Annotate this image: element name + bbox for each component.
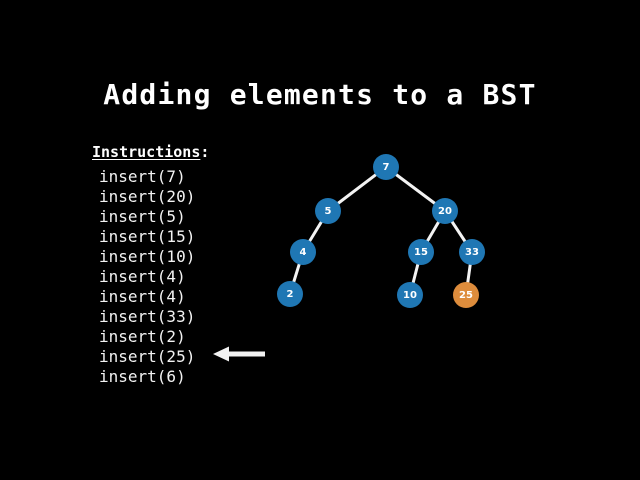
tree-node-label: 15: [414, 247, 428, 258]
instruction-item: insert(5): [99, 207, 186, 226]
tree-node-label: 20: [438, 206, 452, 217]
instructions-heading-colon: :: [200, 143, 210, 161]
tree-node-label: 2: [287, 289, 294, 300]
tree-node-circle: [453, 282, 479, 308]
tree-node-circle: [408, 239, 434, 265]
tree-node[interactable]: 15: [408, 239, 434, 265]
tree-node-group: 7 5 20 4 15 33 2 10 25: [277, 154, 485, 308]
tree-node-label: 4: [300, 247, 307, 258]
instructions-heading: Instructions:: [92, 143, 272, 162]
tree-node-label: 25: [459, 290, 473, 301]
tree-node[interactable]: 10: [397, 282, 423, 308]
tree-node-circle: [277, 281, 303, 307]
tree-node[interactable]: 25: [453, 282, 479, 308]
tree-node[interactable]: 2: [277, 281, 303, 307]
tree-node-circle: [373, 154, 399, 180]
instruction-item: insert(4): [99, 267, 186, 286]
tree-node-label: 5: [325, 206, 332, 217]
tree-node-label: 10: [403, 290, 417, 301]
tree-node[interactable]: 5: [315, 198, 341, 224]
tree-node[interactable]: 7: [373, 154, 399, 180]
instruction-item: insert(33): [99, 307, 196, 326]
instruction-item: insert(6): [99, 367, 186, 386]
instruction-item: insert(4): [99, 287, 186, 306]
arrow-head: [213, 346, 229, 362]
tree-node-circle: [315, 198, 341, 224]
tree-node-circle: [397, 282, 423, 308]
page-title: Adding elements to a BST: [103, 78, 537, 111]
instructions-list: insert(7)insert(20)insert(5)insert(15)in…: [99, 167, 272, 387]
instruction-item: insert(15): [99, 227, 196, 246]
tree-node-circle: [290, 239, 316, 265]
instruction-item: insert(20): [99, 187, 196, 206]
arrow-shaft: [228, 351, 265, 357]
instruction-item: insert(7): [99, 167, 186, 186]
tree-edge-group: [288, 165, 474, 297]
tree-node-label: 33: [465, 247, 479, 258]
instruction-item: insert(10): [99, 247, 196, 266]
tree-node[interactable]: 4: [290, 239, 316, 265]
instructions-panel: Instructions: insert(7)insert(20)insert(…: [92, 143, 272, 387]
tree-node-label: 7: [383, 162, 390, 173]
instruction-item: insert(25): [99, 347, 196, 366]
tree-node-circle: [432, 198, 458, 224]
tree-node-circle: [459, 239, 485, 265]
arrow-left-icon: [213, 346, 265, 362]
instruction-item: insert(2): [99, 327, 186, 346]
instructions-heading-label: Instructions: [92, 143, 201, 161]
tree-node[interactable]: 20: [432, 198, 458, 224]
tree-node[interactable]: 33: [459, 239, 485, 265]
